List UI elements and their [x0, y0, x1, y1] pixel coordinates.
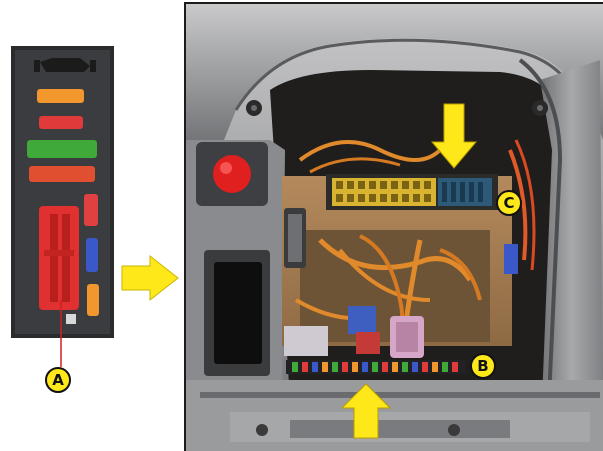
fuse-panel-inset — [11, 46, 114, 367]
storage-slot — [214, 262, 262, 364]
fuse-red-top — [39, 116, 83, 129]
fuse-red-small — [84, 194, 98, 226]
arrow-up-to-fuse-strip — [340, 383, 392, 439]
connector-c — [326, 174, 498, 210]
fuse-strip-b — [286, 360, 466, 374]
callout-a-label: A — [45, 367, 71, 393]
callout-c-label: C — [496, 190, 522, 216]
fuse-green — [27, 140, 97, 158]
fuse-red-wide — [29, 166, 95, 182]
fuse-a-relay — [39, 206, 79, 310]
callout-b-label: B — [470, 353, 496, 379]
arrow-down-to-connector — [430, 103, 478, 169]
fuse-blue-small — [86, 238, 98, 272]
pointer-arrow-right — [121, 254, 179, 302]
fuse-orange-small — [87, 284, 99, 316]
dash-cavity-photo — [184, 2, 603, 451]
red-push-button — [213, 155, 251, 193]
fuse-orange-top — [37, 89, 84, 103]
